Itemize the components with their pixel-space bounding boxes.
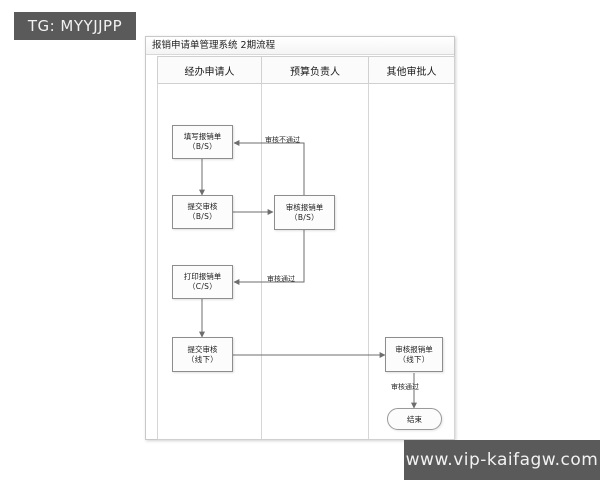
flowchart-window-panel: 报销申请单管理系统 2期流程 经办申请人 预算负责人 其他审批人 [145,36,455,440]
swimlane-header-row: 经办申请人 预算负责人 其他审批人 [157,56,455,84]
watermark-bottom-right: www.vip-kaifagw.com [404,440,600,480]
swimlane-body-row [157,84,455,440]
lane-header-budget-owner: 预算负责人 [261,57,368,83]
lane-column-budget-owner [261,84,368,439]
watermark-top-left: TG: MYYJJPP [14,12,136,40]
lane-column-other-approver [368,84,455,439]
lane-header-other-approver: 其他审批人 [368,57,455,83]
lane-column-applicant [157,84,261,439]
panel-title: 报销申请单管理系统 2期流程 [146,37,454,55]
swimlane-grid: 经办申请人 预算负责人 其他审批人 [157,56,455,440]
lane-header-applicant: 经办申请人 [157,57,261,83]
